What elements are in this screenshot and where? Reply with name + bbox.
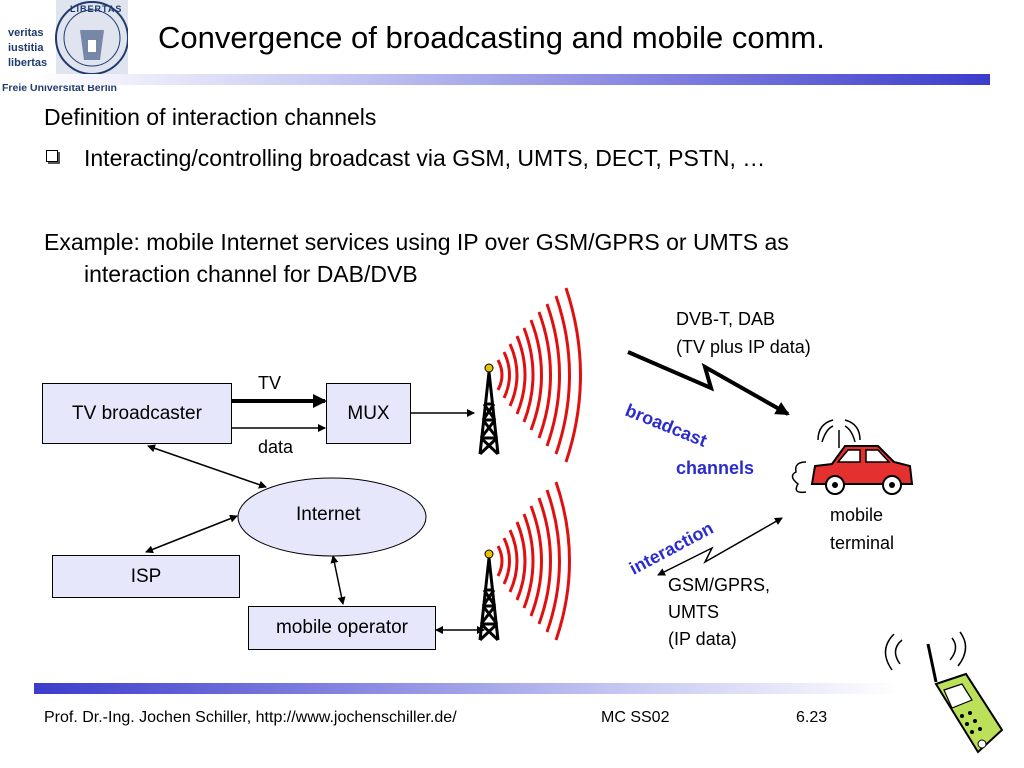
dvb-label-line1: DVB-T, DAB [676, 309, 776, 329]
channels-label: channels [676, 458, 755, 478]
internet-node-shape [237, 477, 427, 557]
university-name: Freie Universität Berlin [2, 82, 117, 94]
motto-line: libertas [8, 57, 48, 69]
footer-bar [34, 683, 900, 694]
footer-author: Prof. Dr.-Ing. Jochen Schiller, http://w… [44, 709, 457, 726]
gsm-label-line2: UMTS [668, 602, 719, 622]
motto-line: veritas [8, 27, 44, 39]
bullet-marker [46, 150, 58, 162]
example-text-line1: Example: mobile Internet services using … [44, 229, 789, 255]
mobile-terminal-line1: mobile [830, 505, 884, 525]
mobile-operator-node: mobile operator [248, 606, 436, 650]
header-bar [34, 74, 990, 85]
gsm-label-line3: (IP data) [668, 629, 737, 649]
mobile-phone-icon [884, 631, 1004, 754]
internet-operator-link [330, 555, 346, 605]
data-edge-label: data [258, 437, 294, 457]
motto-line: iustitia [8, 42, 44, 54]
internet-label: Internet [296, 504, 361, 525]
broadcast-waves-icon [496, 287, 582, 463]
isp-node: ISP [52, 555, 240, 598]
interaction-link-arrow [657, 517, 783, 576]
bullet-text: Interacting/controlling broadcast via GS… [84, 145, 766, 171]
internet-isp-link [145, 514, 238, 554]
seal-text: LIBERTAS [70, 4, 123, 14]
broadcast-link-arrow [627, 350, 790, 416]
isp-label: ISP [130, 565, 162, 587]
mobile-tower-icon [478, 549, 500, 642]
tv-broadcaster-label: TV broadcaster [72, 402, 202, 424]
dvb-label-line2: (TV plus IP data) [676, 337, 811, 357]
example-text-line2: interaction channel for DAB/DVB [84, 261, 418, 287]
gsm-label-line1: GSM/GPRS, [668, 575, 771, 595]
mux-label: MUX [347, 402, 390, 424]
mobile-operator-label: mobile operator [275, 617, 409, 638]
logo-motto: veritas iustitia libertas [8, 26, 47, 71]
mobile-terminal-line2: terminal [830, 533, 895, 553]
slide-title: Convergence of broadcasting and mobile c… [158, 20, 825, 55]
footer-page-number: 6.23 [796, 709, 828, 726]
broadcaster-internet-link [147, 444, 267, 489]
car-icon [791, 419, 914, 495]
university-logo [0, 0, 129, 96]
definition-heading: Definition of interaction channels [44, 104, 377, 130]
tv-edge-label: TV [258, 373, 282, 393]
footer-course: MC SS02 [601, 709, 670, 726]
broadcast-tower-icon [478, 363, 500, 456]
mux-node: MUX [326, 383, 411, 444]
mobile-waves-icon [496, 481, 571, 641]
tv-broadcaster-node: TV broadcaster [42, 383, 232, 444]
